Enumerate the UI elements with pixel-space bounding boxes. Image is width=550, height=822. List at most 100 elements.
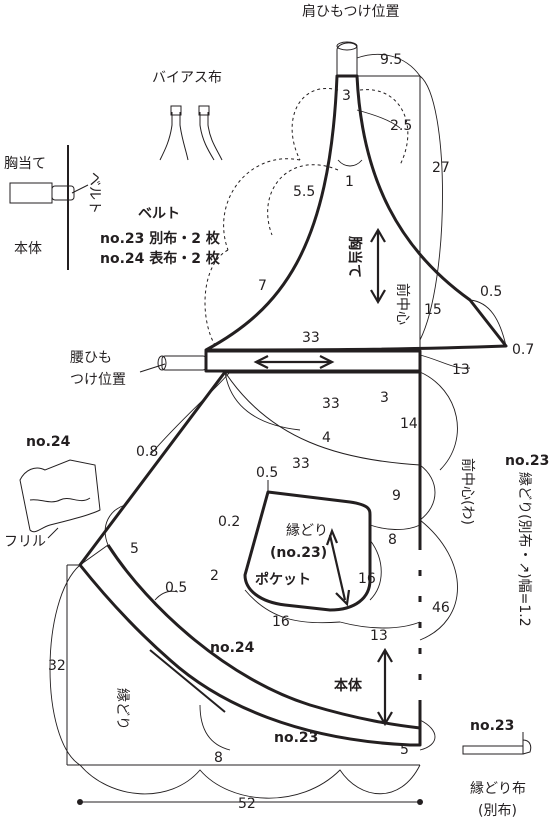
belt-ill-tube (9, 182, 53, 204)
bottom-scallop-arcs (79, 764, 421, 799)
dim-0-5-l: 0.5 (165, 580, 187, 596)
arc-14 (419, 371, 458, 471)
dim-16-v: 16 (358, 571, 376, 587)
waist-tie-label-2: つけ位置 (70, 372, 126, 388)
arc-2-5 (356, 109, 401, 129)
bias-strip-left (159, 112, 189, 161)
body-side-label: 本体 (14, 241, 42, 257)
dim-8-p: 8 (388, 532, 397, 548)
bib-piece-label: 胸当て (346, 236, 363, 278)
pocket-piping-no23: (no.23) (270, 545, 327, 561)
waist-tie-pointer (139, 363, 166, 373)
arc-0-8 (149, 371, 231, 456)
dim-3-top: 3 (342, 88, 351, 104)
dim-9-5: 9.5 (380, 52, 402, 68)
dim-13-b: 13 (370, 628, 388, 644)
belt-side-label: ベルト (86, 172, 102, 214)
dim-0-7: 0.7 (512, 342, 534, 358)
bias-clip-left (170, 105, 182, 116)
piping-fabric-strip (462, 745, 524, 755)
bias-illustration (159, 105, 223, 161)
belt-no24-label: no.24 表布・2 枚 (100, 250, 221, 267)
piping-edge (79, 544, 109, 566)
dim-33-b: 33 (322, 396, 340, 412)
right-piping-label: 縁どり(別布・↗)幅=1.2 (516, 472, 532, 627)
arc-9-5 (356, 53, 421, 77)
arc-0-5-l (154, 590, 179, 601)
bias-clip-right (198, 105, 210, 116)
arc-0-7 (469, 299, 507, 347)
frill-ill-outline (19, 459, 101, 533)
dim-15: 15 (424, 302, 442, 318)
bib-side-label: 胸当て (4, 156, 46, 172)
dim-46: 46 (432, 600, 450, 616)
belt-ill-pointer (71, 184, 89, 194)
belt-illustration (9, 145, 89, 270)
dim-52-end-right (417, 799, 423, 805)
bib-seam-dashed-inner (267, 164, 339, 236)
no24-mid-label: no.24 (210, 640, 255, 656)
piping-fabric-illustration (462, 732, 532, 755)
br-no23-label: no.23 (470, 718, 514, 734)
piping-stitch-mark (149, 649, 226, 713)
arc-5-l (104, 504, 126, 546)
arc-13-a (419, 354, 471, 369)
dim-5-5: 5.5 (293, 184, 315, 200)
pocket (243, 480, 421, 629)
br-separate-label: (別布) (478, 803, 517, 819)
arc-9 (419, 464, 436, 521)
bib-grain-arrow-heads (370, 227, 386, 305)
strap-tube (336, 42, 358, 76)
waist-tie-end (157, 355, 167, 371)
dimension-52 (77, 799, 423, 805)
dim-2-5: 2.5 (390, 118, 412, 134)
right-no23-label: no.23 (505, 453, 549, 469)
arc-27 (419, 75, 443, 341)
arc-33-b (224, 371, 301, 431)
waist-tie-label-1: 腰ひも (70, 350, 112, 366)
center-front-upper-label: 前中心 (394, 283, 411, 325)
pocket-piping-label: 縁どり (286, 523, 328, 539)
belt-title: ベルト (138, 206, 180, 222)
dim-2: 2 (210, 568, 219, 584)
frill-pointer (47, 527, 59, 539)
pocket-label: ポケット (255, 571, 311, 588)
bias-strip-right (199, 112, 223, 161)
pocket-outline (243, 490, 372, 612)
dim-5-b: 5 (400, 742, 409, 758)
arc-8-b (199, 704, 231, 751)
belt-grain-arrow-heads (253, 355, 335, 369)
dim-27: 27 (432, 160, 450, 176)
center-front-fold-label: 前中心(わ) (459, 458, 476, 525)
arc-13-b (339, 621, 421, 629)
pocket-grain-arrow (328, 534, 347, 601)
dim-0-5-p: 0.5 (256, 465, 278, 481)
arc-16-v (369, 539, 382, 601)
frill-illustration (19, 459, 101, 539)
dim-33-a: 33 (302, 330, 320, 346)
br-piping-fabric-label: 縁どり布 (470, 781, 526, 797)
dim-7: 7 (258, 278, 267, 294)
no23-bottom-label: no.23 (274, 730, 318, 746)
skirt-outline (78, 370, 422, 747)
dim-13-a: 13 (452, 362, 470, 378)
strap-tube-end (336, 41, 358, 51)
arc-16-h (244, 589, 341, 624)
dim-16-h: 16 (272, 614, 290, 630)
dim-0-5-r: 0.5 (480, 284, 502, 300)
belt-no23-label: no.23 別布・2 枚 (100, 230, 221, 247)
belt-band (157, 349, 422, 373)
body-piece-label: 本体 (334, 677, 363, 694)
waist-seam-curve (224, 371, 421, 466)
strap-position-label: 肩ひもつけ位置 (302, 4, 399, 20)
frill-ill-wave (29, 497, 91, 503)
dim-52-end-left (77, 799, 83, 805)
pocket-grain-arrow-heads (325, 527, 351, 607)
dim-8-b: 8 (214, 750, 223, 766)
dim-52: 52 (238, 796, 256, 812)
dim-4: 4 (322, 430, 331, 446)
dim-5-l: 5 (130, 541, 139, 557)
arc-1 (337, 159, 363, 167)
